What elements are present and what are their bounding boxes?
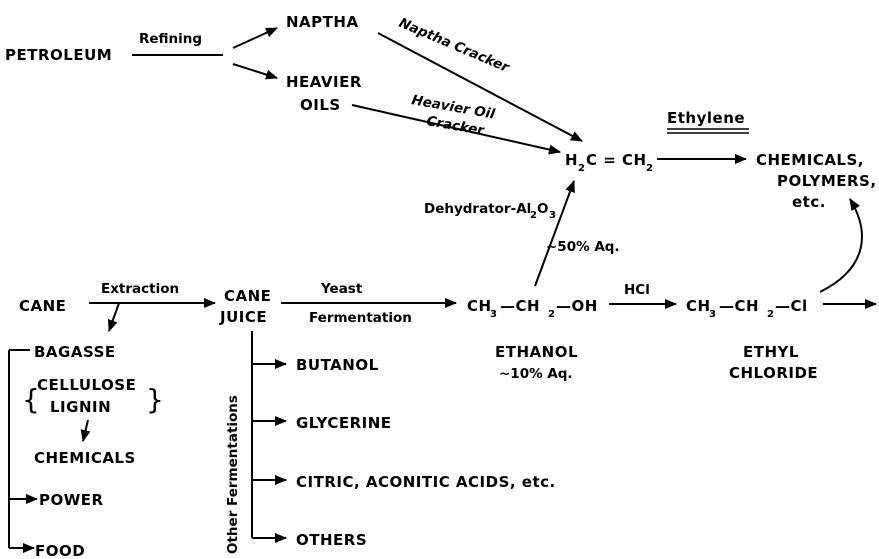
arrow-to-naptha xyxy=(232,27,278,49)
label-other-fermentations: Other Fermentations xyxy=(225,395,241,554)
ethyl-chloride-ch: CH xyxy=(686,297,711,315)
ethylene-sub-2b: 2 xyxy=(646,163,653,174)
heading-ethylene: Ethylene xyxy=(667,109,745,127)
ethyl-chloride-ch2: —CH xyxy=(719,297,759,315)
node-ethanol-formula: CH 3 —CH 2 —OH xyxy=(467,297,598,320)
node-food: FOOD xyxy=(35,542,85,559)
dehydrator-o: O xyxy=(537,201,548,217)
brace-left: { xyxy=(22,383,40,416)
ethanol-sub-2: 2 xyxy=(548,309,555,320)
node-chemicals-polymers-2: POLYMERS, xyxy=(777,172,877,190)
ethylene-sub-2a: 2 xyxy=(578,163,585,174)
node-power: POWER xyxy=(39,491,104,509)
node-others: OTHERS xyxy=(296,531,367,549)
ethylene-h: H xyxy=(565,151,578,169)
dehydrator-text: Dehydrator-Al xyxy=(424,201,531,217)
ethyl-chloride-sub-3: 3 xyxy=(709,309,716,320)
ethyl-chloride-sub-2: 2 xyxy=(767,309,774,320)
label-extraction: Extraction xyxy=(101,281,179,297)
node-cane: CANE xyxy=(19,297,66,315)
node-chemicals: CHEMICALS xyxy=(34,449,136,467)
node-lignin: LIGNIN xyxy=(50,398,111,416)
ethanol-oh: —OH xyxy=(556,297,598,315)
dehydrator-sub-2: 2 xyxy=(530,210,537,221)
label-yeast: Yeast xyxy=(320,281,363,297)
node-ethylene-formula: H 2 C = CH 2 xyxy=(565,151,653,174)
node-citric-aconitic: CITRIC, ACONITIC ACIDS, etc. xyxy=(296,473,556,491)
ethanol-ch: CH xyxy=(467,297,492,315)
ethylene-c-eq-ch: C = CH xyxy=(586,151,647,169)
node-petroleum: PETROLEUM xyxy=(5,46,112,64)
brace-right: } xyxy=(146,383,164,416)
node-cane-juice-2: JUICE xyxy=(219,308,267,326)
label-dehydrator: Dehydrator-Al 2 O 3 xyxy=(424,201,556,221)
arrow-to-bagasse xyxy=(107,302,120,332)
ethanol-sub-3: 3 xyxy=(490,309,497,320)
node-butanol: BUTANOL xyxy=(296,356,379,374)
label-naptha-cracker: Naptha Cracker xyxy=(396,15,512,76)
dehydrator-sub-3: 3 xyxy=(549,210,556,221)
label-hcl: HCl xyxy=(624,282,650,298)
node-ethyl-chloride-formula: CH 3 —CH 2 —Cl xyxy=(686,297,808,320)
label-50-aq: ~50% Aq. xyxy=(546,239,620,255)
arrow-naptha-cracker xyxy=(377,32,583,142)
node-cane-juice-1: CANE xyxy=(224,287,271,305)
arrow-to-heavier-oils xyxy=(232,63,278,80)
arrow-ethanol-to-ethylene xyxy=(534,180,575,287)
node-chemicals-polymers-3: etc. xyxy=(792,193,826,211)
node-glycerine: GLYCERINE xyxy=(296,414,392,432)
node-heavier-oils-line2: OILS xyxy=(300,96,341,114)
node-heavier-oils-line1: HEAVIER xyxy=(286,73,362,91)
node-chemicals-polymers-1: CHEMICALS, xyxy=(756,151,864,169)
arrow-to-chemicals xyxy=(80,419,91,442)
node-bagasse: BAGASSE xyxy=(34,343,116,361)
node-ethanol-concentration: ~10% Aq. xyxy=(499,366,573,382)
ethyl-chloride-cl: —Cl xyxy=(775,297,808,315)
node-cellulose: CELLULOSE xyxy=(37,376,136,394)
ethanol-ch2: —CH xyxy=(500,297,540,315)
node-ethanol-name: ETHANOL xyxy=(495,343,578,361)
node-ethyl-chloride-name-2: CHLORIDE xyxy=(729,364,818,382)
label-refining: Refining xyxy=(139,31,202,47)
node-naptha: NAPTHA xyxy=(286,13,359,31)
node-ethyl-chloride-name-1: ETHYL xyxy=(743,343,799,361)
arrow-heavier-oil-cracker xyxy=(351,104,561,155)
arrow-ethyl-chloride-to-chemicals xyxy=(819,198,863,293)
label-fermentation: Fermentation xyxy=(309,310,412,326)
